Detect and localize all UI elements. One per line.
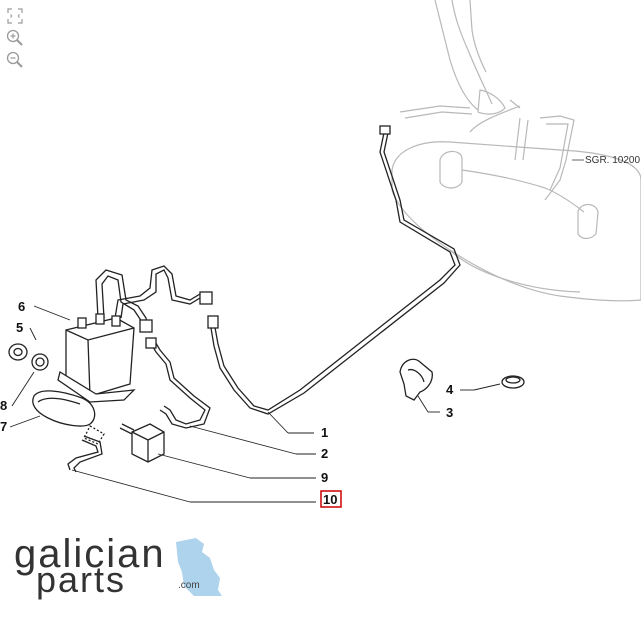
seal-ring: [8, 343, 28, 361]
brand-logo: galician parts .com: [10, 532, 222, 602]
logo-text-line2: parts: [36, 559, 127, 600]
callout-9[interactable]: 9: [321, 470, 328, 485]
zoom-out-icon: [6, 51, 23, 68]
logo-map-icon: [176, 538, 222, 596]
callouts: 1 2 3 4 5 6 7 8 9 10: [0, 299, 454, 508]
fuel-tank-background: [391, 0, 641, 302]
callout-1[interactable]: 1: [321, 425, 328, 440]
section-reference-label: SGR. 10200: [585, 155, 640, 166]
filter-pad: [32, 390, 96, 427]
callout-4[interactable]: 4: [446, 382, 454, 397]
vapour-hose-lower: [145, 337, 211, 429]
zoom-in-button[interactable]: [5, 28, 25, 48]
callout-2[interactable]: 2: [321, 446, 328, 461]
logo-text-line1: galician: [14, 532, 166, 576]
zoom-in-icon: [6, 29, 23, 46]
callout-6[interactable]: 6: [18, 299, 25, 314]
vapour-pipe-long: [207, 125, 461, 415]
fit-to-screen-button[interactable]: [5, 6, 25, 26]
leader-lines: [9, 305, 501, 503]
zoom-toolbar: [5, 6, 27, 70]
solenoid-valve: [119, 423, 165, 463]
section-reference: SGR. 10200: [572, 155, 640, 166]
callout-7[interactable]: 7: [0, 419, 7, 434]
carbon-canister: [57, 313, 136, 403]
grommet: [501, 375, 525, 389]
zoom-out-button[interactable]: [5, 50, 25, 70]
canister-top-hoses: [95, 265, 213, 333]
callout-10[interactable]: 10: [323, 492, 337, 507]
callout-10-highlight: [320, 490, 342, 508]
callout-3[interactable]: 3: [446, 405, 453, 420]
retaining-clip: [399, 358, 433, 401]
callout-5[interactable]: 5: [16, 320, 23, 335]
logo-domain: .com: [178, 580, 200, 591]
fit-screen-icon: [7, 8, 23, 24]
washer: [31, 353, 49, 371]
small-hose: [67, 425, 105, 473]
callout-8[interactable]: 8: [0, 398, 7, 413]
